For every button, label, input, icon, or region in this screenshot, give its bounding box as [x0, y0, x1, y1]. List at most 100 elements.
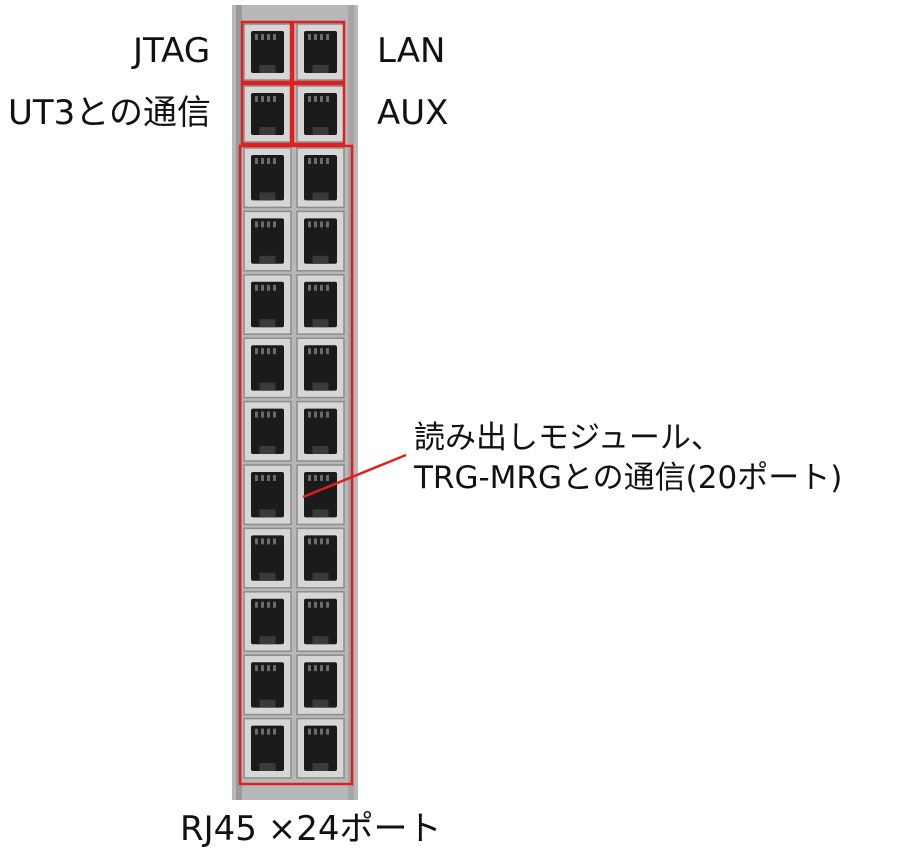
port-opening: [251, 472, 284, 518]
rj45-port: [296, 717, 345, 779]
port-pin: [320, 221, 323, 228]
port-pin: [320, 665, 323, 672]
rj45-port: [296, 591, 345, 652]
port-pin: [308, 728, 311, 735]
port-pin: [273, 728, 276, 735]
ports-caption: RJ45 ×24ポート: [180, 809, 442, 849]
port-opening: [251, 725, 284, 771]
port-latch: [312, 127, 329, 135]
port-pin: [314, 348, 317, 355]
rj45-port: [296, 527, 345, 589]
port-pin: [255, 348, 258, 355]
rj45-port: [296, 464, 345, 526]
port-opening: [304, 281, 337, 328]
jtag-highlight: [240, 20, 293, 84]
port-latch: [259, 192, 276, 201]
port-pin: [267, 538, 270, 545]
port-pin: [320, 96, 323, 102]
port-pin: [326, 601, 329, 608]
port-pin: [326, 96, 329, 102]
port-pin: [314, 728, 317, 735]
port-latch: [312, 382, 329, 391]
port-pin: [308, 475, 311, 481]
port-opening: [251, 93, 284, 135]
port-pin: [267, 728, 270, 735]
annotation-leader-line: [302, 453, 407, 499]
port-pin: [308, 284, 311, 291]
rj45-port: [296, 400, 345, 462]
port-opening: [304, 535, 337, 581]
port-latch: [259, 255, 276, 264]
readout-ports-highlight: [238, 144, 354, 786]
port-pin: [314, 284, 317, 291]
port-opening: [251, 408, 284, 454]
port-pin: [255, 221, 258, 228]
port-pin: [308, 348, 311, 355]
port-opening: [251, 662, 284, 708]
port-pin: [326, 475, 329, 481]
port-pin: [267, 34, 270, 40]
port-latch: [259, 446, 276, 454]
port-pin: [320, 538, 323, 545]
port-latch: [312, 636, 329, 645]
port-pin: [314, 158, 317, 164]
port-pin: [267, 601, 270, 608]
port-pin: [326, 728, 329, 735]
port-pin: [255, 728, 258, 735]
port-pin: [273, 411, 276, 418]
port-opening: [251, 281, 284, 328]
port-pin: [261, 34, 264, 40]
port-opening: [251, 218, 284, 264]
port-opening: [304, 662, 337, 708]
rj45-port: [243, 337, 292, 399]
port-pin: [267, 411, 270, 418]
port-pin: [273, 158, 276, 164]
port-pin: [314, 665, 317, 672]
jtag-label: JTAG: [133, 31, 211, 71]
rj45-port: [296, 654, 345, 716]
port-pin: [308, 601, 311, 608]
rj45-port: [243, 464, 292, 526]
rj45-port: [243, 274, 292, 335]
port-pin: [314, 34, 317, 40]
rj45-port: [243, 85, 292, 143]
rj45-port: [243, 527, 292, 589]
port-pin: [273, 475, 276, 481]
port-pin: [261, 601, 264, 608]
port-pin: [273, 538, 276, 545]
port-latch: [312, 65, 329, 73]
aux-label: AUX: [377, 93, 449, 133]
port-latch: [312, 699, 329, 708]
port-latch: [312, 509, 329, 518]
port-pin: [320, 284, 323, 291]
port-pin: [255, 411, 258, 418]
port-pin: [273, 221, 276, 228]
port-pin: [267, 284, 270, 291]
rj45-port: [243, 210, 292, 272]
port-pin: [267, 158, 270, 164]
port-pin: [320, 348, 323, 355]
lan-highlight: [291, 20, 346, 84]
port-pin: [261, 158, 264, 164]
port-opening: [304, 155, 337, 201]
port-pin: [261, 665, 264, 672]
port-pin: [267, 665, 270, 672]
port-pin: [314, 601, 317, 608]
port-pin: [326, 34, 329, 40]
port-pin: [326, 538, 329, 545]
port-pin: [320, 34, 323, 40]
port-latch: [259, 636, 276, 645]
port-latch: [312, 572, 329, 581]
port-pin: [320, 601, 323, 608]
annotation-line-2: TRG-MRGとの通信(20ポート): [414, 460, 843, 497]
port-pin: [326, 665, 329, 672]
port-opening: [251, 155, 284, 201]
port-pin: [267, 348, 270, 355]
port-pin: [261, 411, 264, 418]
port-opening: [304, 93, 337, 135]
port-opening: [304, 408, 337, 454]
port-pin: [314, 475, 317, 481]
rj45-port: [243, 400, 292, 462]
rj45-port: [296, 274, 345, 335]
lan-label: LAN: [377, 31, 446, 71]
